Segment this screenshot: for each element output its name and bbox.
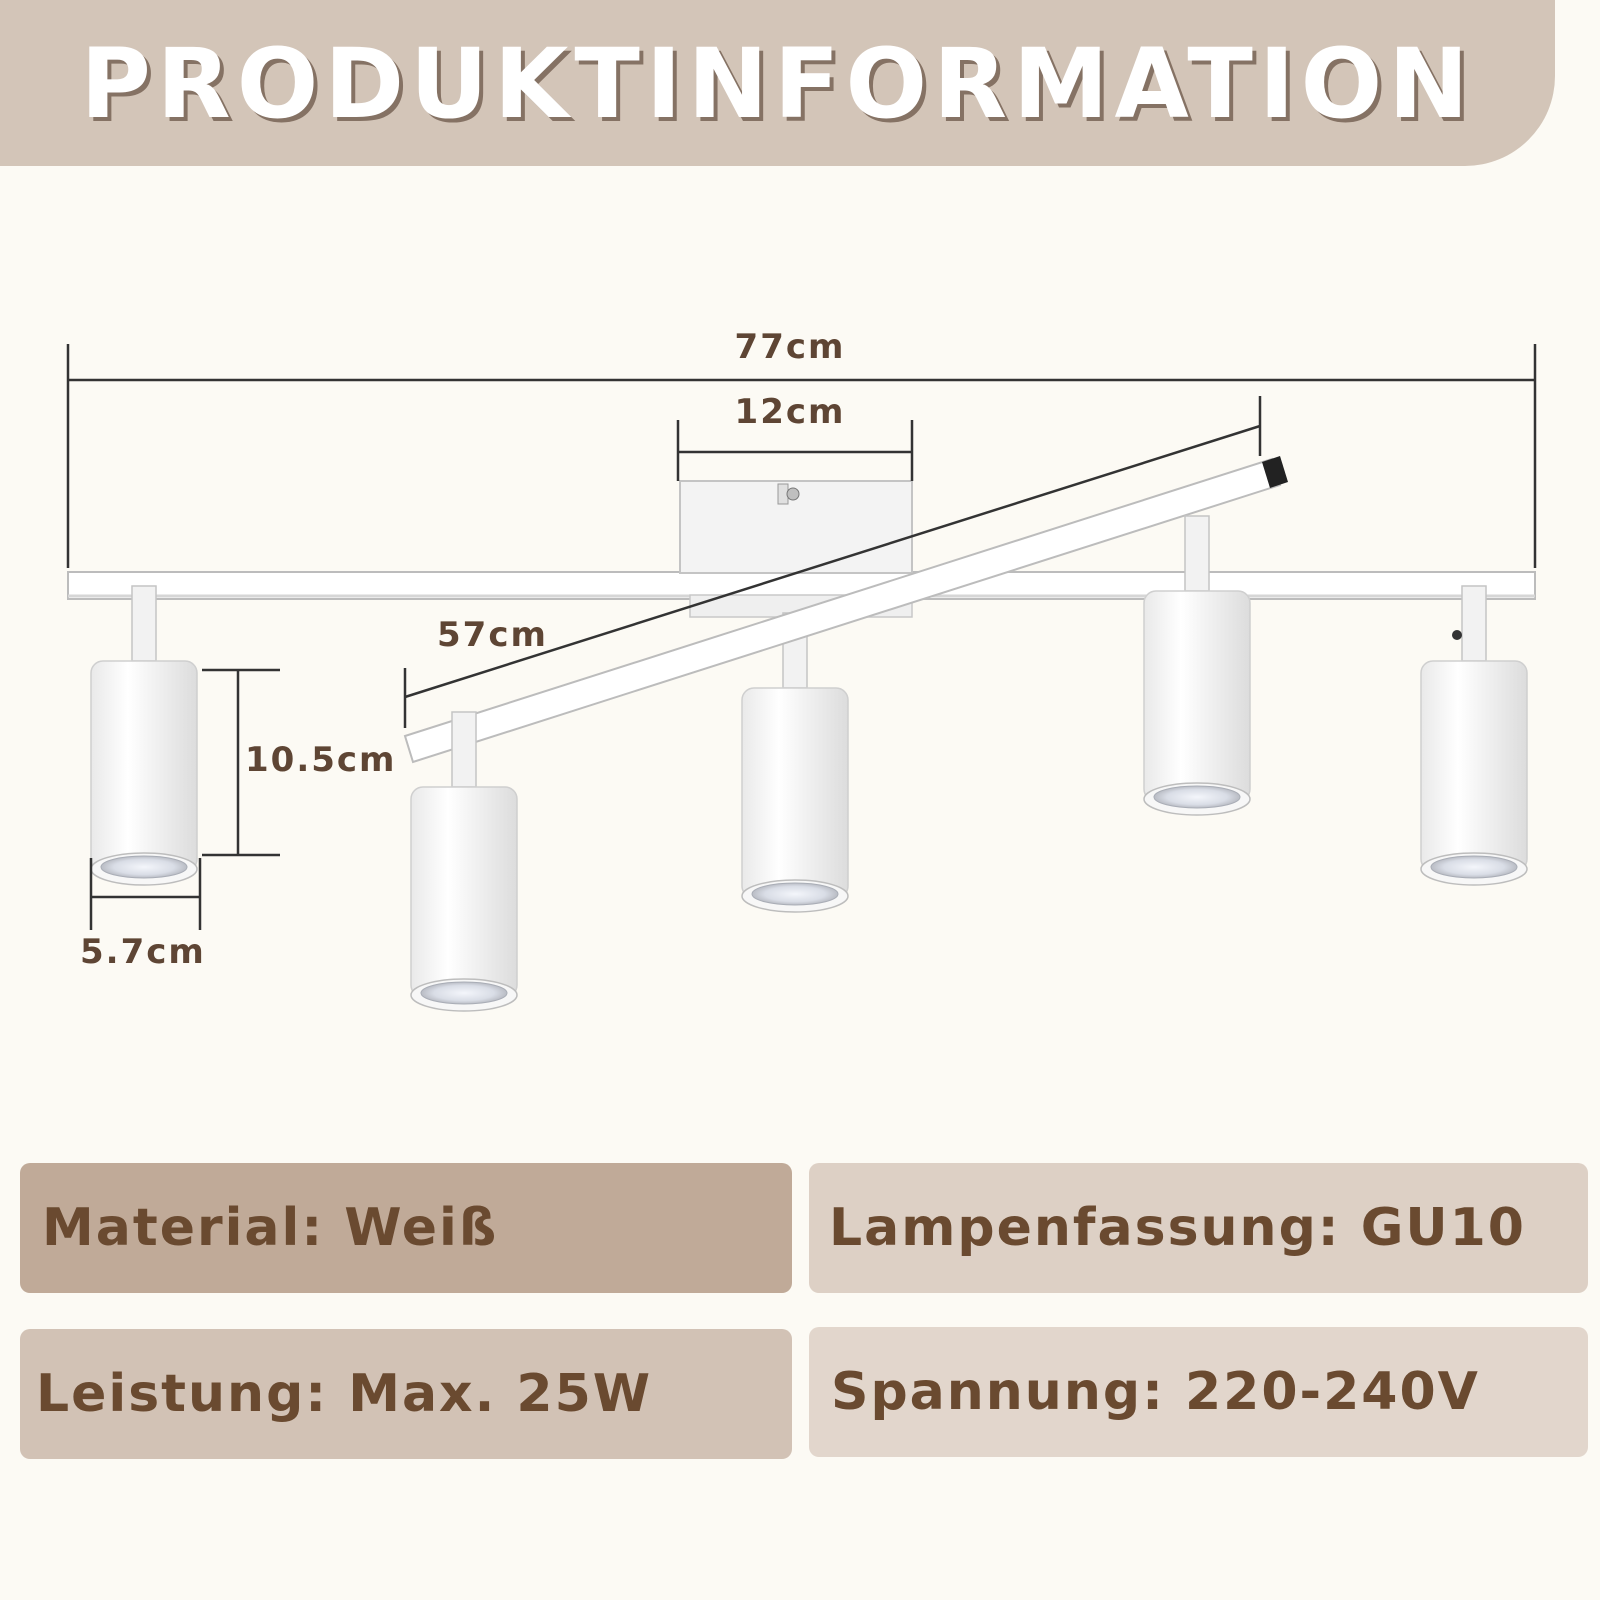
dimension-spot-height — [202, 668, 280, 857]
dimension-diagonal-length — [403, 396, 1262, 728]
canopy-screw — [786, 487, 800, 501]
dimension-label-57: 57cm — [437, 615, 548, 655]
spot-center-back — [741, 612, 849, 913]
spot-right-front — [1143, 515, 1251, 816]
spot-left — [90, 585, 198, 886]
diagonal-rail — [403, 457, 1282, 764]
lamp-dimension-diagram: 77cm 12cm 57cm 10.5cm 5.7cm — [66, 327, 1537, 1012]
spot-right-far — [1420, 585, 1528, 886]
spec-power: Leistung: Max. 25W — [20, 1329, 792, 1459]
dimension-spot-diameter — [89, 858, 202, 930]
dimension-label-5-7: 5.7cm — [80, 932, 206, 972]
page-title: PRODUKTINFORMATION — [80, 28, 1475, 140]
dimension-label-10-5: 10.5cm — [245, 740, 396, 780]
header-band — [0, 0, 1555, 166]
dimension-label-12: 12cm — [735, 392, 846, 432]
spec-material: Material: Weiß — [20, 1163, 792, 1293]
spec-voltage: Spannung: 220-240V — [809, 1327, 1588, 1457]
dimension-label-77: 77cm — [735, 327, 846, 367]
dimension-canopy-width — [676, 420, 914, 481]
spec-lamp-socket: Lampenfassung: GU10 — [809, 1163, 1588, 1293]
dimension-total-length — [66, 344, 1537, 568]
